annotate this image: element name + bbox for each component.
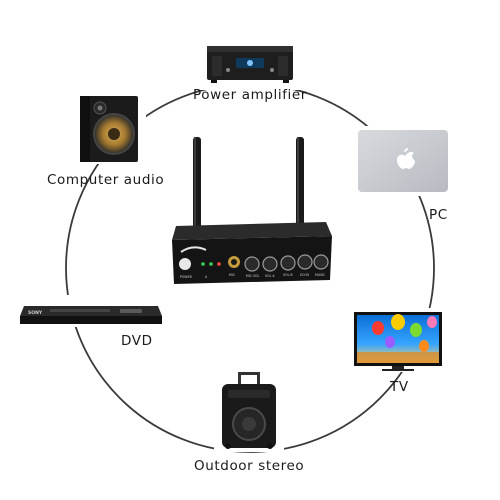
- svg-text:SONY: SONY: [28, 310, 43, 316]
- panel-label-vol-b: VOL B: [283, 273, 293, 277]
- panel-label-mic: MIC: [229, 273, 236, 277]
- panel-label-power: POWER: [180, 275, 193, 279]
- power-led: [179, 258, 191, 270]
- computer-speaker-device: [80, 96, 138, 162]
- volume-knobs: [244, 254, 329, 272]
- panel-label-a: A: [205, 275, 208, 279]
- tv-device: [354, 312, 442, 371]
- label-pc: PC: [429, 207, 448, 223]
- label-outdoor-stereo: Outdoor stereo: [194, 458, 305, 474]
- label-power-amplifier: Power amplifier: [193, 87, 307, 103]
- laptop-device: [358, 130, 448, 192]
- panel-label-vol-a: VOL A: [265, 274, 275, 278]
- label-computer-audio: Computer audio: [47, 172, 165, 188]
- wireless-receiver: POWER A MIC MIC VOL VOL A VOL B ECHO MUS…: [172, 137, 332, 284]
- label-dvd: DVD: [121, 333, 153, 349]
- panel-label-music: MUSIC: [315, 273, 326, 277]
- apple-logo-icon: [397, 151, 415, 169]
- power-amplifier-device: [207, 46, 293, 83]
- label-tv: TV: [390, 379, 409, 395]
- dvd-player-device: SONY: [20, 306, 162, 324]
- panel-label-mic-vol: MIC VOL: [246, 274, 260, 278]
- panel-label-echo: ECHO: [300, 273, 310, 277]
- outdoor-stereo-device: [222, 372, 276, 449]
